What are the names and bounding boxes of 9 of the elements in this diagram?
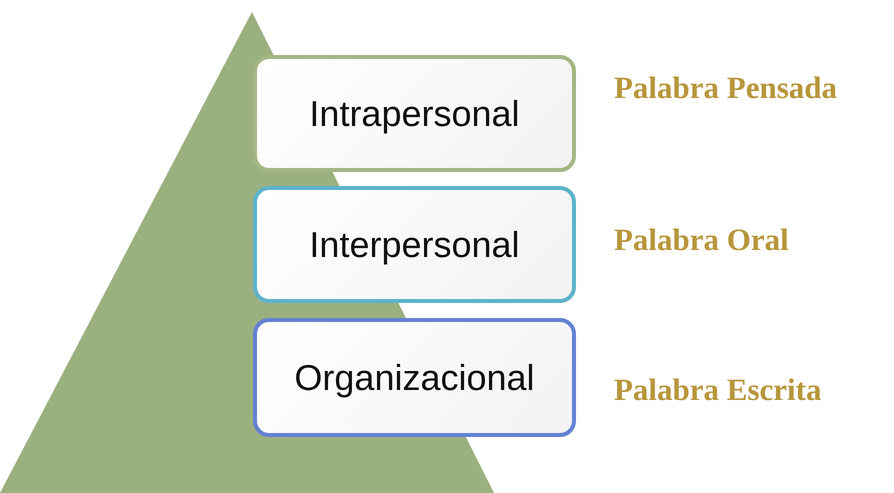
level-box <box>253 186 576 303</box>
level-label: Intrapersonal <box>309 92 520 134</box>
level-box <box>253 318 576 437</box>
side-caption: Palabra Escrita <box>614 372 822 408</box>
level-box <box>253 55 576 172</box>
side-caption: Palabra Pensada <box>614 70 838 106</box>
level-label: Organizacional <box>294 356 535 398</box>
side-caption: Palabra Oral <box>614 222 789 258</box>
level-label: Interpersonal <box>309 224 520 266</box>
